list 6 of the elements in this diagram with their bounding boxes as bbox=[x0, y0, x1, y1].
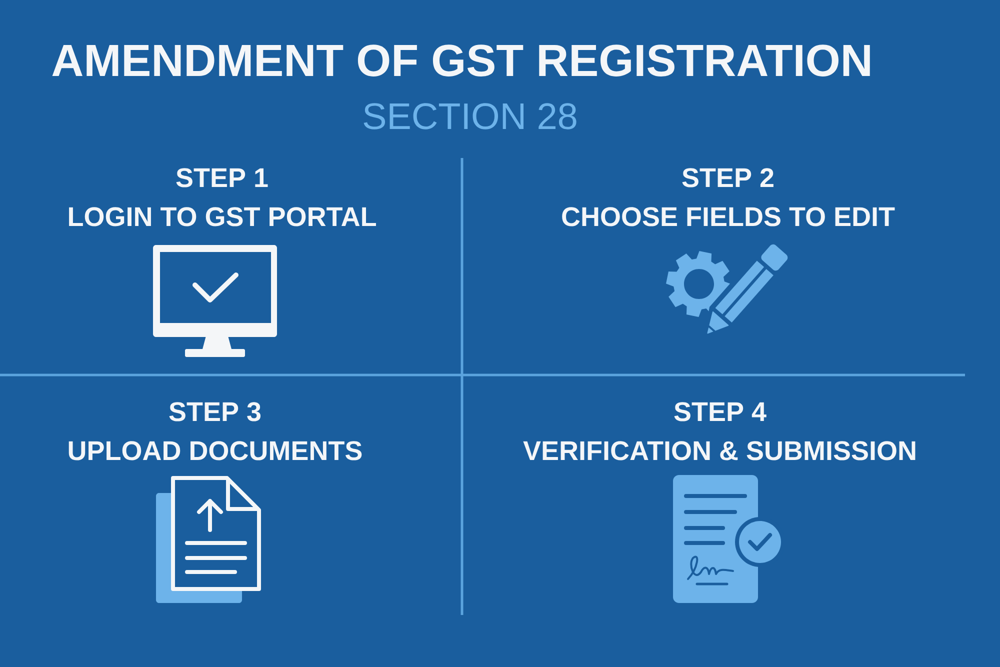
step-heading: STEP 1 LOGIN TO GST PORTAL bbox=[69, 168, 376, 226]
step-heading: STEP 3 UPLOAD DOCUMENTS bbox=[68, 402, 362, 460]
title: AMENDMENT OF GST REGISTRATION bbox=[52, 44, 870, 76]
step-heading: STEP 4 VERIFICATION & SUBMISSION bbox=[523, 402, 916, 460]
step-heading: STEP 2 CHOOSE FIELDS TO EDIT bbox=[562, 168, 895, 226]
subtitle: SECTION 28 bbox=[364, 103, 576, 130]
